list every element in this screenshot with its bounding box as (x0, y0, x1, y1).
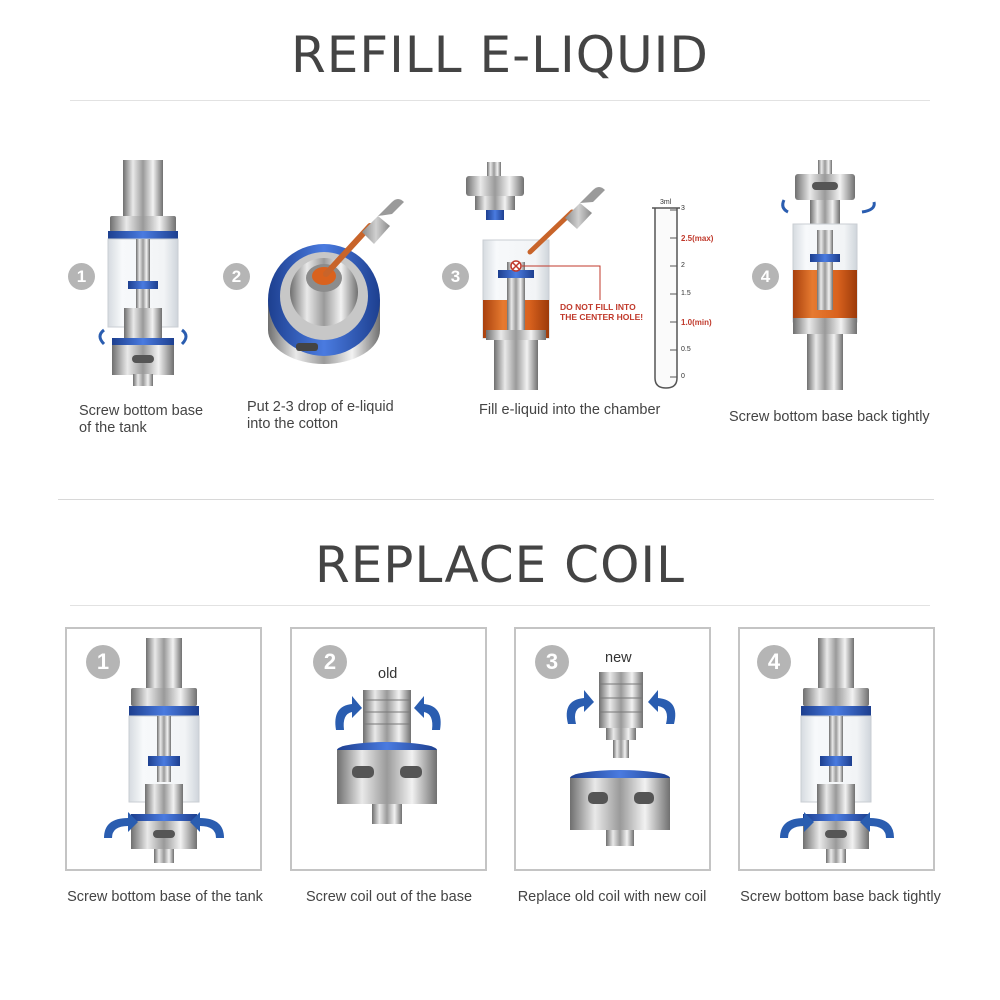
replace-step-3-caption: Replace old coil with new coil (517, 889, 707, 905)
tank-top-cap-illustration (466, 162, 524, 220)
warning-text-line2: THE CENTER HOLE! (560, 312, 644, 322)
tank-illustration-replace-4 (800, 638, 872, 863)
rotate-arrows-icon (781, 199, 876, 214)
tube-tick-label: 2 (681, 262, 685, 269)
replace-step-3-panel (514, 627, 711, 871)
refill-step-3-caption: Fill e-liquid into the chamber (479, 402, 661, 418)
tank-illustration-replace-1 (128, 638, 200, 863)
replace-section-title: REPLACE COIL (314, 536, 686, 594)
step-badge-replace-3: 3 (535, 645, 569, 679)
tube-tick-label: 0.5 (681, 346, 691, 353)
warning-text-line1: DO NOT FILL INTO (560, 302, 636, 312)
tube-tick-label: 0 (681, 373, 685, 380)
replace-step-1-caption: Screw bottom base of the tank (67, 889, 263, 905)
refill-step-1-caption: Screw bottom base of the tank (79, 403, 204, 436)
replace-step-4-caption: Screw bottom base back tightly (740, 889, 941, 905)
measuring-tube-illustration (652, 207, 680, 389)
section-divider (58, 499, 934, 500)
rotate-arrows-icon (335, 696, 441, 730)
tube-min-label: 1.0(min) (681, 318, 712, 327)
step-badge-replace-2: 2 (313, 645, 347, 679)
tank-chamber-illustration (482, 239, 601, 390)
dropper-icon (323, 199, 404, 277)
title-underline (70, 100, 930, 101)
coil-base-illustration (570, 770, 670, 846)
new-coil-label: new (605, 650, 632, 666)
tube-capacity-label: 3ml (660, 199, 672, 206)
step-badge-replace-4: 4 (757, 645, 791, 679)
new-coil-illustration (599, 672, 643, 758)
refill-section-title: REFILL E-LIQUID (291, 26, 709, 84)
tank-illustration-refill-4 (792, 160, 858, 390)
rotate-arrows-icon (98, 328, 188, 346)
replace-step-2-caption: Screw coil out of the base (305, 889, 473, 905)
refill-step-4-caption: Screw bottom base back tightly (729, 409, 930, 425)
step-badge-refill-3: 3 (442, 263, 469, 290)
step-badge-refill-1: 1 (68, 263, 95, 290)
rotate-arrows-icon (780, 812, 894, 838)
tank-illustration-refill-1 (107, 160, 179, 386)
step-badge-replace-1: 1 (86, 645, 120, 679)
step-badge-refill-4: 4 (752, 263, 779, 290)
replace-step-4-panel (738, 627, 935, 871)
replace-step-1-panel (65, 627, 262, 871)
tube-tick-label: 1.5 (681, 290, 691, 297)
dropper-icon (527, 187, 605, 255)
rotate-arrows-icon (104, 812, 224, 838)
replace-step-2-panel (290, 627, 487, 871)
refill-step-2-caption: Put 2-3 drop of e-liquid into the cotton (247, 399, 394, 432)
title-underline (70, 605, 930, 606)
old-coil-illustration (337, 690, 437, 824)
coil-base-illustration (268, 244, 380, 364)
rotate-arrows-icon (566, 690, 676, 724)
tube-max-label: 2.5(max) (681, 234, 714, 243)
step-badge-refill-2: 2 (223, 263, 250, 290)
tube-tick-label: 3 (681, 205, 685, 212)
old-coil-label: old (378, 666, 398, 682)
